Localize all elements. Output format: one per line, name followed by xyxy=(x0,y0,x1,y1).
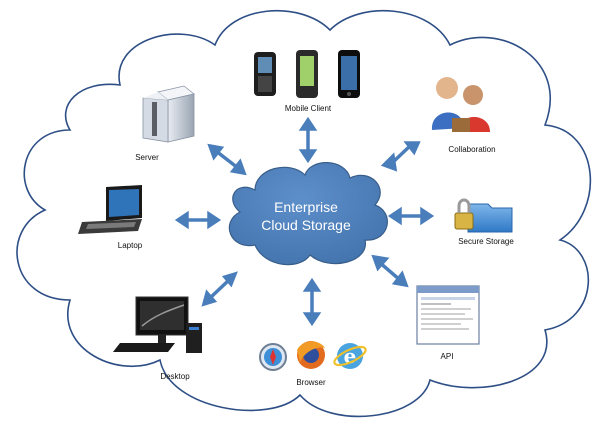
center-title-line2: Cloud Storage xyxy=(261,217,351,233)
browser-logos-icon: e xyxy=(259,341,367,371)
center-cloud xyxy=(228,162,388,266)
label-browser: Browser xyxy=(296,378,326,387)
arrow-browser xyxy=(302,277,322,327)
arrow-collaboration xyxy=(380,141,421,172)
arrow-mobile xyxy=(298,116,318,164)
label-server: Server xyxy=(135,153,159,162)
label-mobile-client: Mobile Client xyxy=(284,104,332,113)
label-api: API xyxy=(440,352,454,361)
arrow-api xyxy=(371,254,409,288)
label-desktop: Desktop xyxy=(160,372,190,381)
laptop-icon xyxy=(78,185,142,234)
people-icon xyxy=(431,77,490,132)
arrow-laptop xyxy=(174,210,222,230)
arrow-secure xyxy=(387,206,435,226)
phone-icon xyxy=(254,50,360,98)
lock-folder-icon xyxy=(454,198,513,233)
server-icon xyxy=(142,85,195,143)
label-laptop: Laptop xyxy=(117,241,143,250)
center-title-line1: Enterprise xyxy=(274,199,338,215)
arrows xyxy=(174,116,435,327)
desktop-computer-icon xyxy=(113,296,202,353)
arrow-server xyxy=(207,143,247,176)
label-collaboration: Collaboration xyxy=(448,145,496,154)
arrow-desktop xyxy=(201,271,238,307)
document-window-icon xyxy=(416,285,480,345)
label-secure-storage: Secure Storage xyxy=(458,237,514,246)
center-title: Enterprise Cloud Storage xyxy=(226,198,386,234)
